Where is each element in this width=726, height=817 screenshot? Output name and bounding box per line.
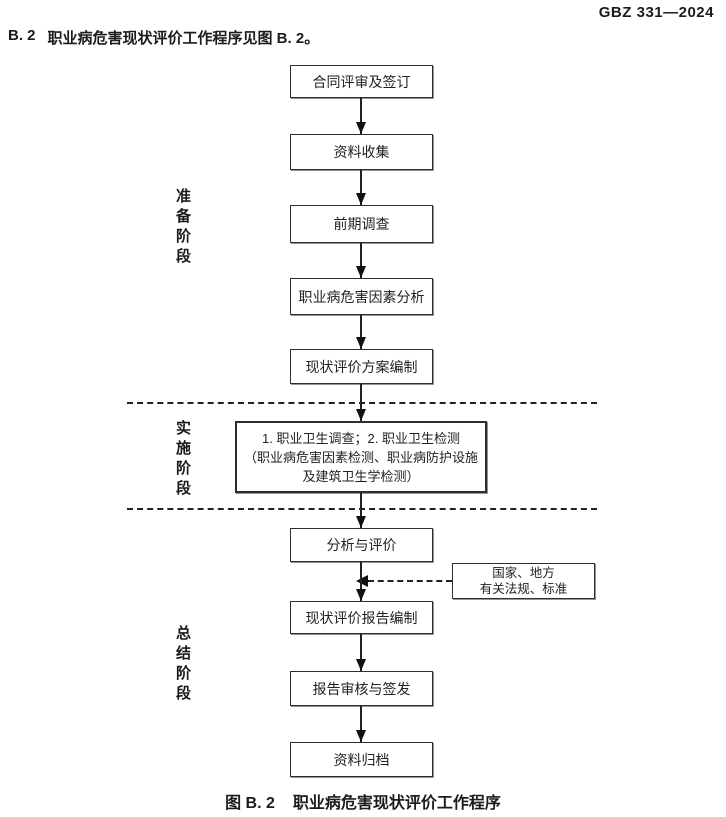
figure-caption: 图 B. 2 职业病危害现状评价工作程序 — [0, 789, 726, 813]
node-report-compilation: 现状评价报告编制 — [290, 601, 433, 634]
regulations-arrow — [356, 575, 452, 587]
node-contract-review: 合同评审及签订 — [290, 65, 433, 98]
survey-testing-line1: 1. 职业卫生调查；2. 职业卫生检测 — [262, 430, 460, 446]
regulations-line2: 有关法规、标准 — [479, 582, 568, 596]
node-preliminary-survey: 前期调查 — [290, 205, 433, 243]
clause-number: B. 2 — [8, 27, 36, 44]
flow-arrow — [360, 562, 362, 601]
node-survey-and-testing: 1. 职业卫生调查；2. 职业卫生检测 （职业病危害因素检测、职业病防护设施 及… — [235, 421, 487, 493]
flow-arrow — [360, 493, 362, 528]
figure-caption-label: 图 B. 2 — [225, 795, 275, 812]
stage-label-summary: 总结阶段 — [174, 625, 191, 705]
stage-label-implementation: 实施阶段 — [174, 420, 191, 500]
flow-arrow — [360, 243, 362, 278]
node-hazard-factor-analysis: 职业病危害因素分析 — [290, 278, 433, 315]
node-regulations: 国家、地方 有关法规、标准 — [452, 563, 595, 599]
node-report-review: 报告审核与签发 — [290, 671, 433, 706]
clause-heading: B. 2 职业病危害现状评价工作程序见图 B. 2。 — [8, 27, 319, 48]
flow-arrow — [360, 170, 362, 205]
flow-arrow — [360, 315, 362, 349]
figure-caption-title: 职业病危害现状评价工作程序 — [292, 795, 501, 812]
flow-arrow — [360, 97, 362, 134]
node-data-collection: 资料收集 — [290, 134, 433, 170]
doc-number: GBZ 331—2024 — [598, 4, 714, 21]
flow-arrow — [360, 634, 362, 671]
node-archiving: 资料归档 — [290, 742, 433, 777]
flow-arrow — [360, 384, 362, 421]
clause-text: 职业病危害现状评价工作程序见图 B. 2。 — [47, 30, 320, 47]
phase-divider-2 — [127, 508, 597, 510]
regulations-line1: 国家、地方 — [492, 565, 555, 580]
survey-testing-line2: （职业病危害因素检测、职业病防护设施 — [243, 449, 478, 465]
flow-arrow — [360, 706, 362, 742]
survey-testing-line3: 及建筑卫生学检测） — [302, 468, 420, 484]
phase-divider-1 — [127, 402, 597, 404]
node-analysis-evaluation: 分析与评价 — [290, 528, 433, 562]
node-evaluation-plan: 现状评价方案编制 — [290, 349, 433, 384]
stage-label-preparation: 准备阶段 — [174, 188, 191, 268]
